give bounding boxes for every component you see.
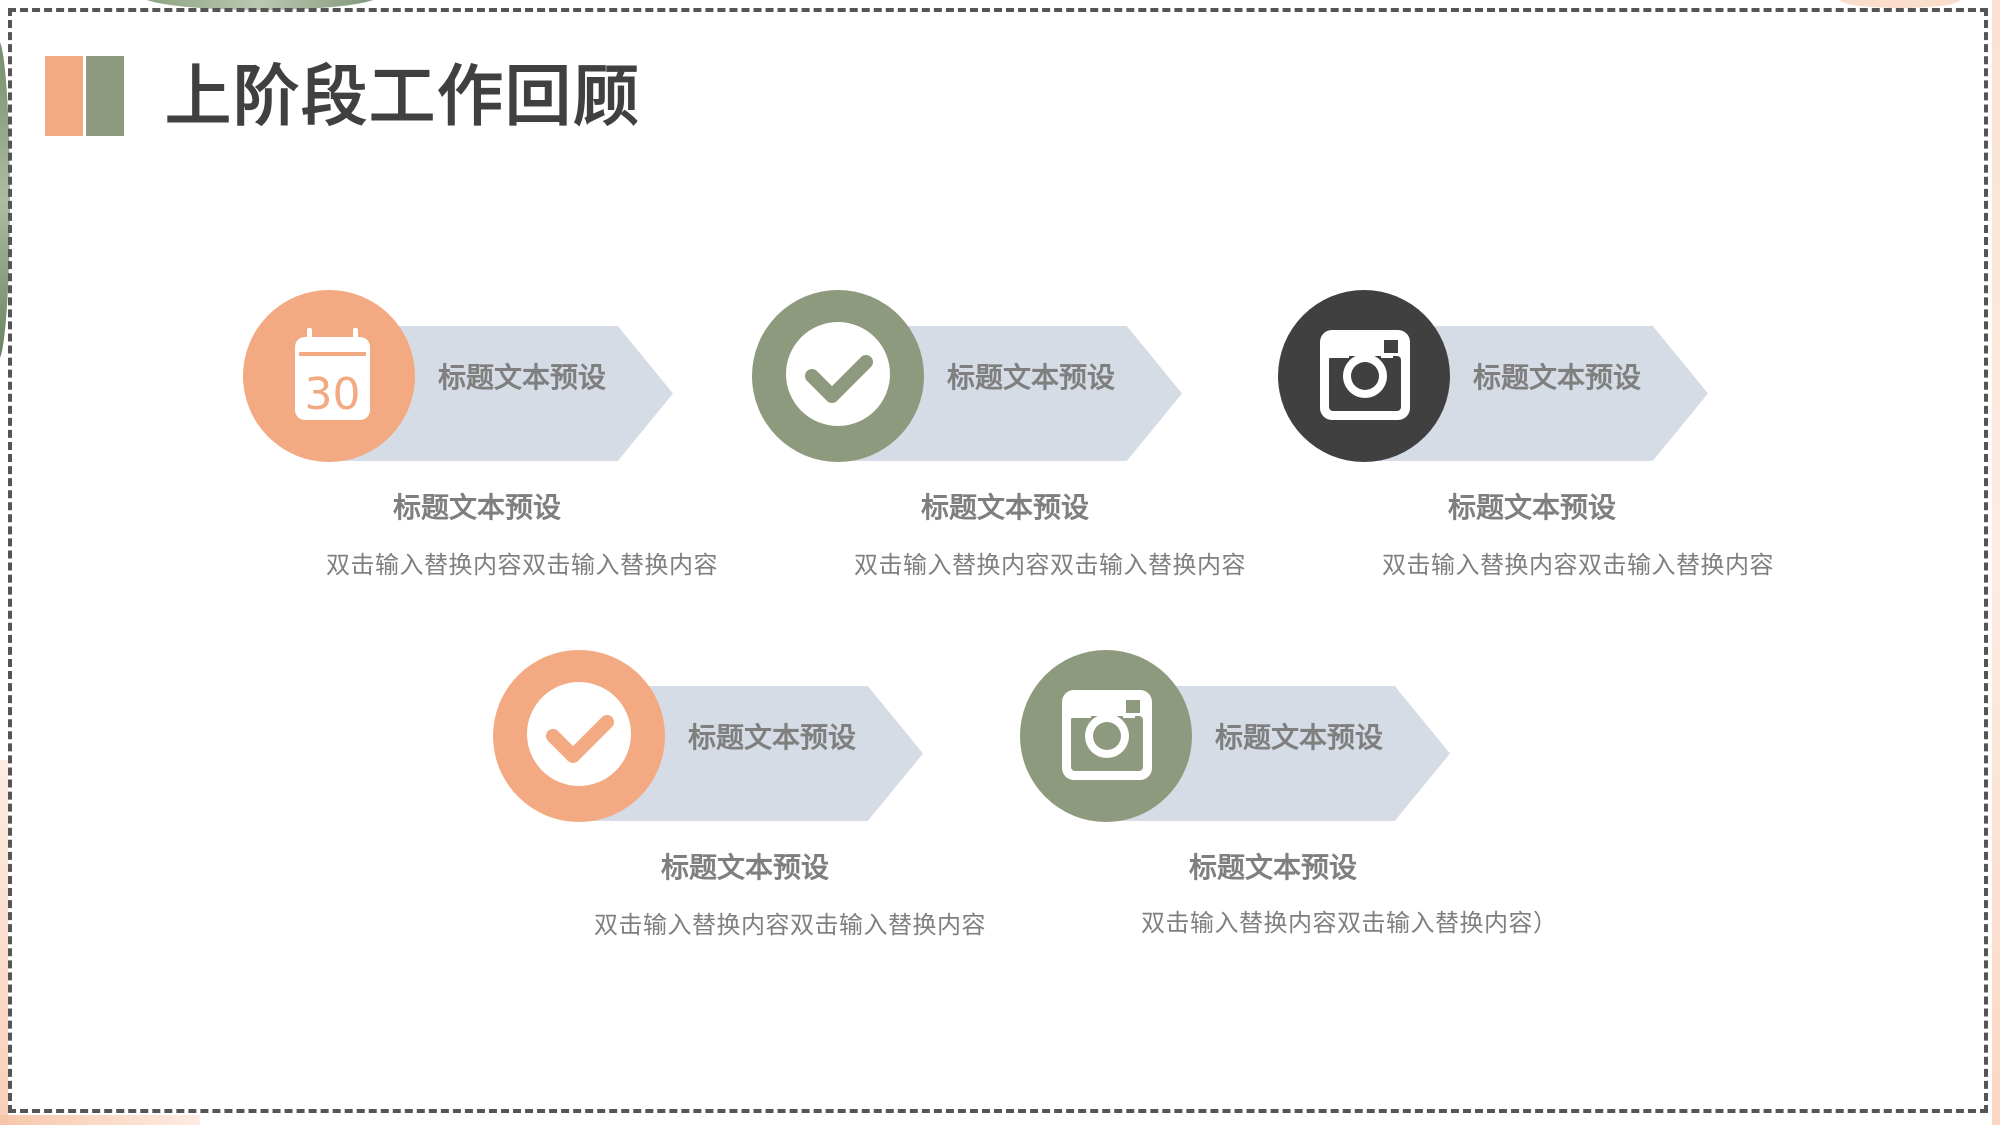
item-2-desc: 双击输入替换内容双击输入替换内容 <box>854 551 1246 579</box>
camera-icon <box>1320 330 1410 420</box>
item-1-desc: 双击输入替换内容双击输入替换内容 <box>326 551 718 579</box>
peach-decoration-top-right <box>1840 0 1960 8</box>
icon-circle <box>1020 650 1192 822</box>
peach-decoration-right <box>1992 0 2000 1125</box>
peach-decoration-left-bottom <box>0 760 8 1125</box>
item-5-desc: 双击输入替换内容双击输入替换内容） <box>1141 909 1558 937</box>
arrow-label: 标题文本预设 <box>688 721 857 754</box>
icon-circle: 30 <box>243 290 415 462</box>
peach-decoration-bottom-left <box>0 1115 200 1125</box>
check-icon <box>786 322 890 426</box>
item-4-desc: 双击输入替换内容双击输入替换内容 <box>594 911 986 939</box>
review-item-2[interactable]: 标题文本预设 <box>752 290 1272 462</box>
item-2-title: 标题文本预设 <box>921 491 1090 524</box>
review-item-5[interactable]: 标题文本预设 <box>1020 650 1540 822</box>
icon-circle <box>752 290 924 462</box>
arrow-label: 标题文本预设 <box>947 361 1116 394</box>
review-item-1[interactable]: 标题文本预设 30 <box>243 290 763 462</box>
arrow-label: 标题文本预设 <box>1215 721 1384 754</box>
camera-icon <box>1062 690 1152 780</box>
review-item-4[interactable]: 标题文本预设 <box>493 650 1013 822</box>
svg-text:30: 30 <box>305 369 361 420</box>
title-accent-orange <box>45 56 83 136</box>
item-3-title: 标题文本预设 <box>1448 491 1617 524</box>
page-title: 上阶段工作回顾 <box>165 58 641 135</box>
dashed-frame <box>8 8 1988 1113</box>
calendar-icon: 30 <box>295 328 370 420</box>
item-1-title: 标题文本预设 <box>393 491 562 524</box>
item-3-desc: 双击输入替换内容双击输入替换内容 <box>1382 551 1774 579</box>
review-item-3[interactable]: 标题文本预设 <box>1278 290 1798 462</box>
arrow-label: 标题文本预设 <box>438 361 607 394</box>
title-accent-green <box>86 56 124 136</box>
icon-circle <box>1278 290 1450 462</box>
item-5-title: 标题文本预设 <box>1189 851 1358 884</box>
check-icon <box>527 682 631 786</box>
arrow-label: 标题文本预设 <box>1473 361 1642 394</box>
icon-circle <box>493 650 665 822</box>
item-4-title: 标题文本预设 <box>661 851 830 884</box>
